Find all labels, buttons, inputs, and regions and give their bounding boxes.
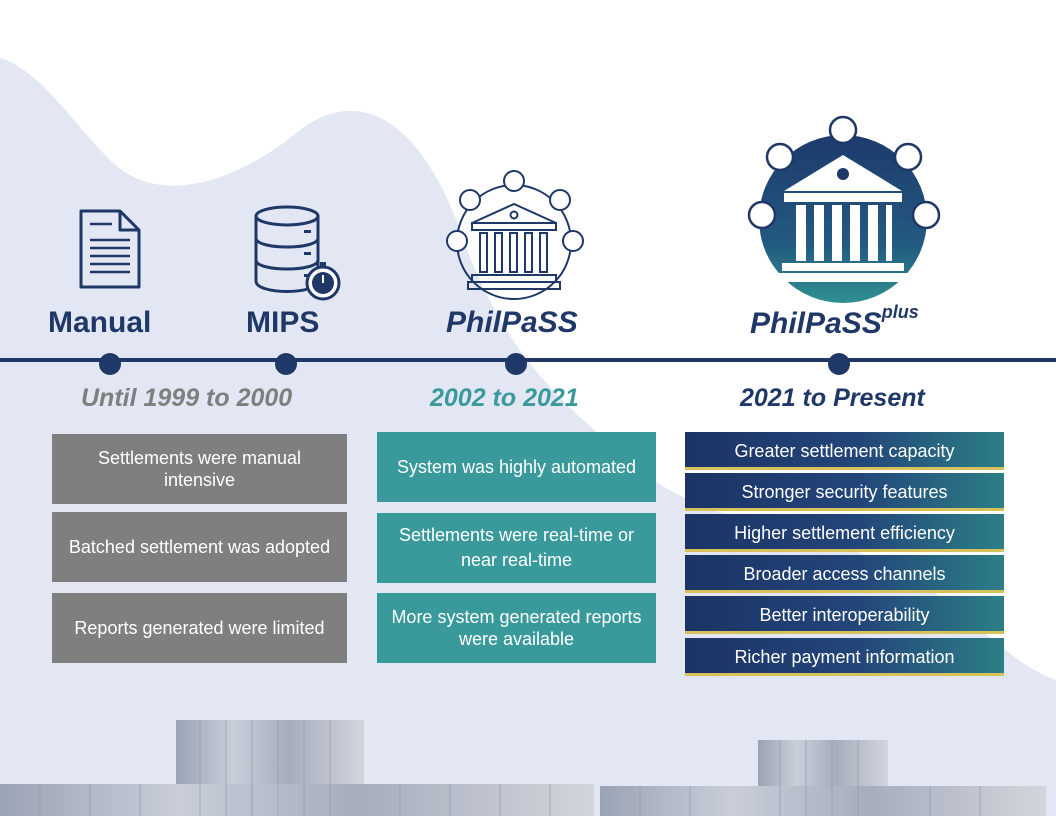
- navy-box-interoperability: Better interoperability: [685, 596, 1004, 634]
- era-title-philpass: PhilPaSS: [446, 306, 578, 339]
- navy-box-payment-information: Richer payment information: [685, 638, 1004, 676]
- timeline-dot-mips: [275, 353, 297, 375]
- network-bank-outline-icon: [446, 170, 584, 300]
- timeline-dot-philpass: [505, 353, 527, 375]
- gray-box-manual-intensive: Settlements were manual intensive: [52, 434, 347, 504]
- period-label-until-2000: Until 1999 to 2000: [81, 384, 293, 412]
- timeline-line: [0, 358, 1056, 362]
- timeline-dot-manual: [99, 353, 121, 375]
- teal-box-highly-automated: System was highly automated: [377, 432, 656, 502]
- teal-box-more-reports: More system generated reports were avail…: [377, 593, 656, 663]
- navy-box-efficiency: Higher settlement efficiency: [685, 514, 1004, 552]
- era-title-plus-superscript: plus: [881, 302, 919, 322]
- database-timer-icon: [254, 205, 341, 301]
- document-icon: [79, 209, 141, 289]
- city-skyline: [0, 720, 1046, 816]
- teal-box-real-time: Settlements were real-time or near real-…: [377, 513, 656, 583]
- era-title-mips: MIPS: [246, 306, 320, 339]
- timeline-dot-philpass-plus: [828, 353, 850, 375]
- network-bank-filled-icon: [747, 115, 941, 303]
- gray-box-batched-settlement: Batched settlement was adopted: [52, 512, 347, 582]
- navy-box-access-channels: Broader access channels: [685, 555, 1004, 593]
- era-title-philpass-plus-main: PhilPaSS: [750, 307, 882, 340]
- gray-box-reports-limited: Reports generated were limited: [52, 593, 347, 663]
- navy-box-capacity: Greater settlement capacity: [685, 432, 1004, 470]
- period-label-2002-2021: 2002 to 2021: [430, 384, 579, 412]
- period-label-2021-present: 2021 to Present: [740, 384, 925, 412]
- era-title-manual: Manual: [48, 306, 152, 339]
- era-title-philpass-plus: PhilPaSSplus: [750, 302, 919, 341]
- navy-box-security: Stronger security features: [685, 473, 1004, 511]
